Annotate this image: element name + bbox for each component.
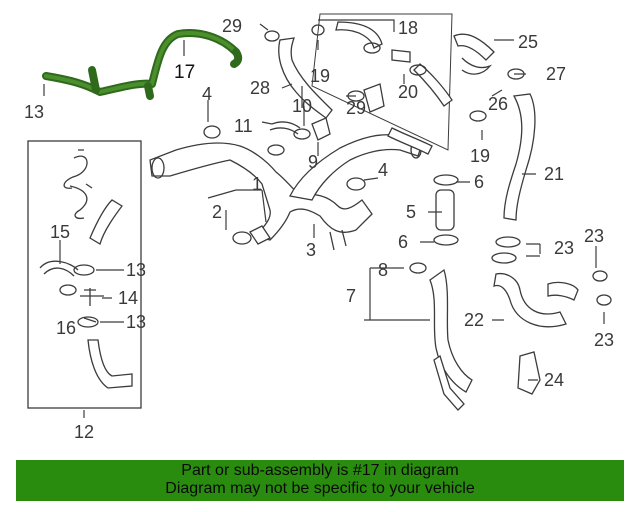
callout-13: 13 [126,312,146,332]
callout-4: 4 [378,160,388,180]
callout-21: 21 [544,164,564,184]
callout-6: 6 [474,172,484,192]
callout-24: 24 [544,370,564,390]
callout-10: 10 [292,96,312,116]
callout-8: 8 [378,260,388,280]
callout-19: 19 [470,146,490,166]
callout-15: 15 [50,222,70,242]
callout-4: 4 [202,84,212,104]
parts-7-8 [409,262,473,411]
callout-19: 19 [310,66,330,86]
main-pipe-assembly [149,125,423,251]
frame-parts [39,149,133,389]
callout-17: 17 [174,62,195,83]
part-17-hose[interactable] [42,29,243,100]
callout-18: 18 [398,18,418,38]
parts-9-10-11 [267,117,331,156]
callout-28: 28 [250,78,270,98]
callout-29: 29 [346,98,366,118]
callout-3: 3 [306,240,316,260]
callout-13: 13 [126,260,146,280]
callout-22: 22 [464,310,484,330]
callout-6: 6 [398,232,408,252]
info-banner: Part or sub-assembly is #17 in diagram D… [16,460,624,501]
top-middle-hoses [264,13,453,155]
callout-23: 23 [594,330,614,350]
callout-23: 23 [554,238,574,258]
leader-lines [43,19,605,418]
callout-1: 1 [252,174,262,194]
callout-16: 16 [56,318,76,338]
right-parts [453,33,612,395]
callout-14: 14 [118,288,138,308]
parts-5-6 [433,174,459,246]
callout-9: 9 [308,152,318,172]
callout-2: 2 [212,202,222,222]
callout-23: 23 [584,226,604,246]
sub-assembly-frame [27,140,142,409]
callout-12: 12 [74,422,94,442]
callout-29: 29 [222,16,242,36]
callout-27: 27 [546,64,566,84]
callout-25: 25 [518,32,538,52]
banner-line-1: Part or sub-assembly is #17 in diagram [181,462,459,479]
callout-26: 26 [488,94,508,114]
banner-line-2: Diagram may not be specific to your vehi… [165,480,475,497]
callout-5: 5 [406,202,416,222]
callout-11: 11 [234,116,253,136]
callout-20: 20 [398,82,418,102]
callout-13: 13 [24,102,44,122]
callout-7: 7 [346,286,356,306]
